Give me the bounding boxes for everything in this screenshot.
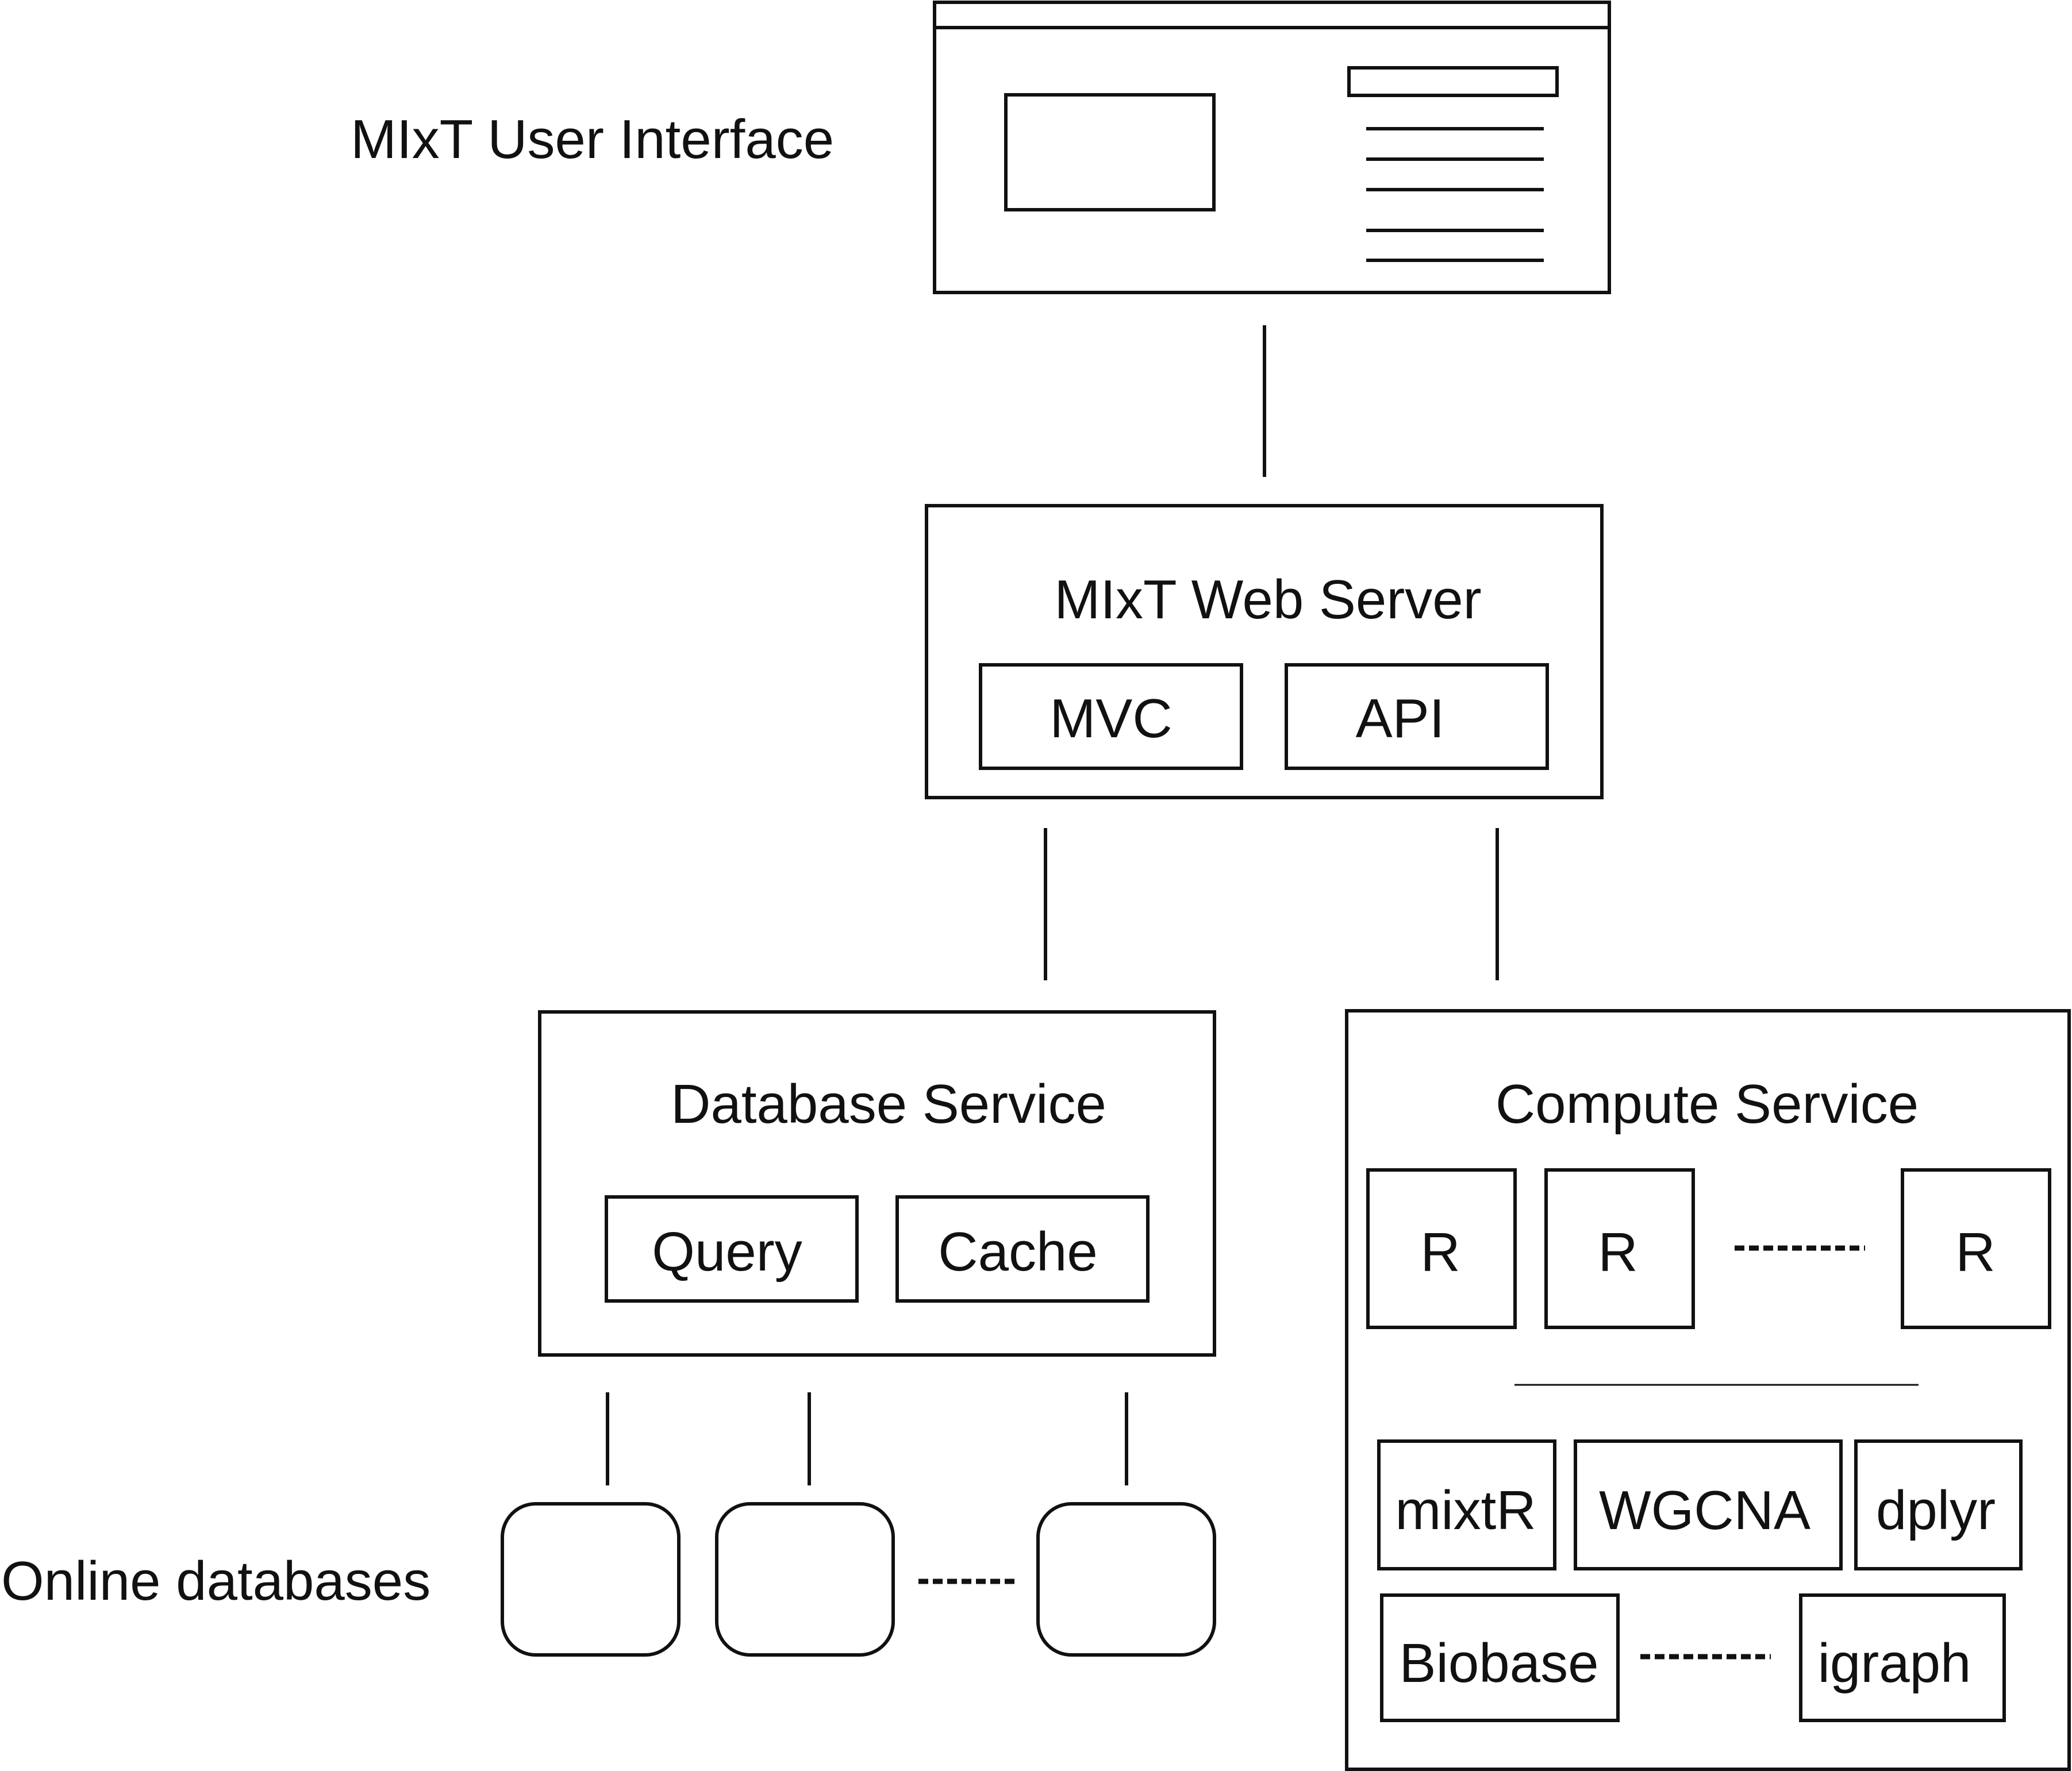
compute-service-box: Compute Service R R R mixtR WGCNA dplyr … bbox=[1345, 1009, 2071, 1771]
query-label: Query bbox=[652, 1221, 802, 1283]
ui-text-lines bbox=[1366, 127, 1544, 262]
api-box bbox=[1285, 663, 1549, 770]
web-server-box: MIxT Web Server MVC API bbox=[925, 504, 1604, 799]
web-server-title: MIxT Web Server bbox=[1054, 569, 1481, 630]
online-database-3 bbox=[1036, 1502, 1216, 1657]
r-instance-2 bbox=[1544, 1168, 1695, 1329]
r-instance-2-label: R bbox=[1598, 1222, 1637, 1283]
package-igraph-box bbox=[1799, 1593, 2006, 1722]
ui-header-bar bbox=[1347, 66, 1559, 97]
r-instance-1 bbox=[1366, 1168, 1517, 1329]
api-label: API bbox=[1356, 688, 1445, 749]
mvc-box bbox=[979, 663, 1243, 770]
package-mixtr-box bbox=[1377, 1439, 1556, 1570]
package-mixtr-label: mixtR bbox=[1395, 1480, 1536, 1541]
package-dplyr-label: dplyr bbox=[1876, 1480, 1996, 1541]
user-interface-window bbox=[933, 1, 1611, 294]
r-instance-3-label: R bbox=[1955, 1222, 1995, 1283]
cache-label: Cache bbox=[938, 1221, 1098, 1283]
package-dplyr-box bbox=[1854, 1439, 2023, 1570]
compute-service-title: Compute Service bbox=[1496, 1073, 1919, 1135]
r-instance-1-label: R bbox=[1420, 1222, 1460, 1283]
package-igraph-label: igraph bbox=[1818, 1633, 1971, 1694]
database-service-box: Database Service Query Cache bbox=[538, 1010, 1216, 1357]
package-wgcna-label: WGCNA bbox=[1599, 1480, 1810, 1541]
ui-content-panel bbox=[1004, 93, 1216, 211]
package-wgcna-box bbox=[1574, 1439, 1843, 1570]
database-service-title: Database Service bbox=[671, 1073, 1106, 1135]
online-database-1 bbox=[501, 1502, 681, 1657]
online-database-2 bbox=[715, 1502, 895, 1657]
r-instance-3 bbox=[1901, 1168, 2051, 1329]
cache-box bbox=[895, 1195, 1150, 1303]
mvc-label: MVC bbox=[1050, 688, 1172, 749]
package-biobase-label: Biobase bbox=[1400, 1633, 1599, 1694]
package-biobase-box bbox=[1380, 1593, 1620, 1722]
user-interface-label: MIxT User Interface bbox=[351, 109, 834, 170]
query-box bbox=[605, 1195, 859, 1303]
online-databases-label: Online databases bbox=[1, 1550, 430, 1612]
